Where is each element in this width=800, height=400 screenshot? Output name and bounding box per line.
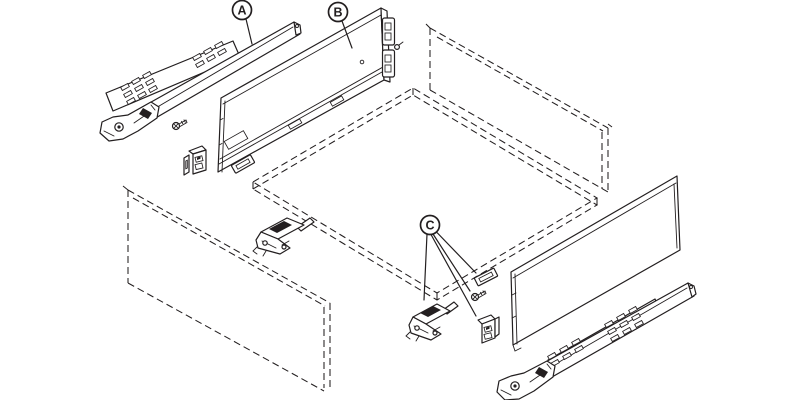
callout-c-label: C (425, 219, 434, 233)
leader-line-c-bracket (430, 233, 477, 317)
bottom-rail-slot (329, 95, 345, 107)
runner-front-hook (99, 101, 160, 142)
screw-hole (359, 59, 365, 65)
callout-b-label: B (333, 6, 342, 20)
leader-line-c-cover-cap (435, 230, 477, 274)
drawer-runner-left (99, 21, 302, 142)
fixing-bracket-right (477, 314, 500, 344)
front-panel-dashed (122, 185, 331, 392)
rear-pin (394, 43, 401, 50)
leader-line-c-locking-device (423, 233, 428, 301)
callout-a-circle (231, 0, 253, 21)
bottom-panel-dashed (251, 87, 599, 301)
callout-c-circle (419, 214, 441, 236)
runner-perforations (547, 305, 644, 368)
callout-b-circle (327, 1, 349, 23)
runner-perforations (120, 40, 227, 106)
screw-left (171, 119, 188, 131)
leader-line-b (341, 20, 353, 49)
drawer-side-panel-left (217, 7, 404, 173)
leader-line-c-screw (432, 233, 471, 292)
cover-cap-left (230, 154, 256, 174)
rear-hook-bracket-lower (381, 49, 396, 78)
callout-a-label: A (237, 4, 246, 18)
drawer-side-panel-right (510, 175, 681, 352)
callout-a: A (231, 0, 253, 45)
back-panel-dashed (425, 23, 613, 193)
drawer-runner-right (496, 282, 697, 400)
fixing-bracket-left (183, 145, 207, 176)
callout-c: C (419, 214, 477, 317)
locking-device-left (252, 217, 315, 257)
leader-line-a (245, 18, 253, 45)
runner-front-hook (496, 360, 556, 400)
rear-hook-bracket-upper (381, 17, 396, 46)
screw-right (470, 290, 487, 302)
callout-b: B (327, 1, 353, 49)
label-sticker (223, 130, 249, 150)
locking-device-right (405, 301, 459, 342)
bottom-rail-slot (287, 118, 303, 130)
cover-cap-right (473, 267, 499, 287)
